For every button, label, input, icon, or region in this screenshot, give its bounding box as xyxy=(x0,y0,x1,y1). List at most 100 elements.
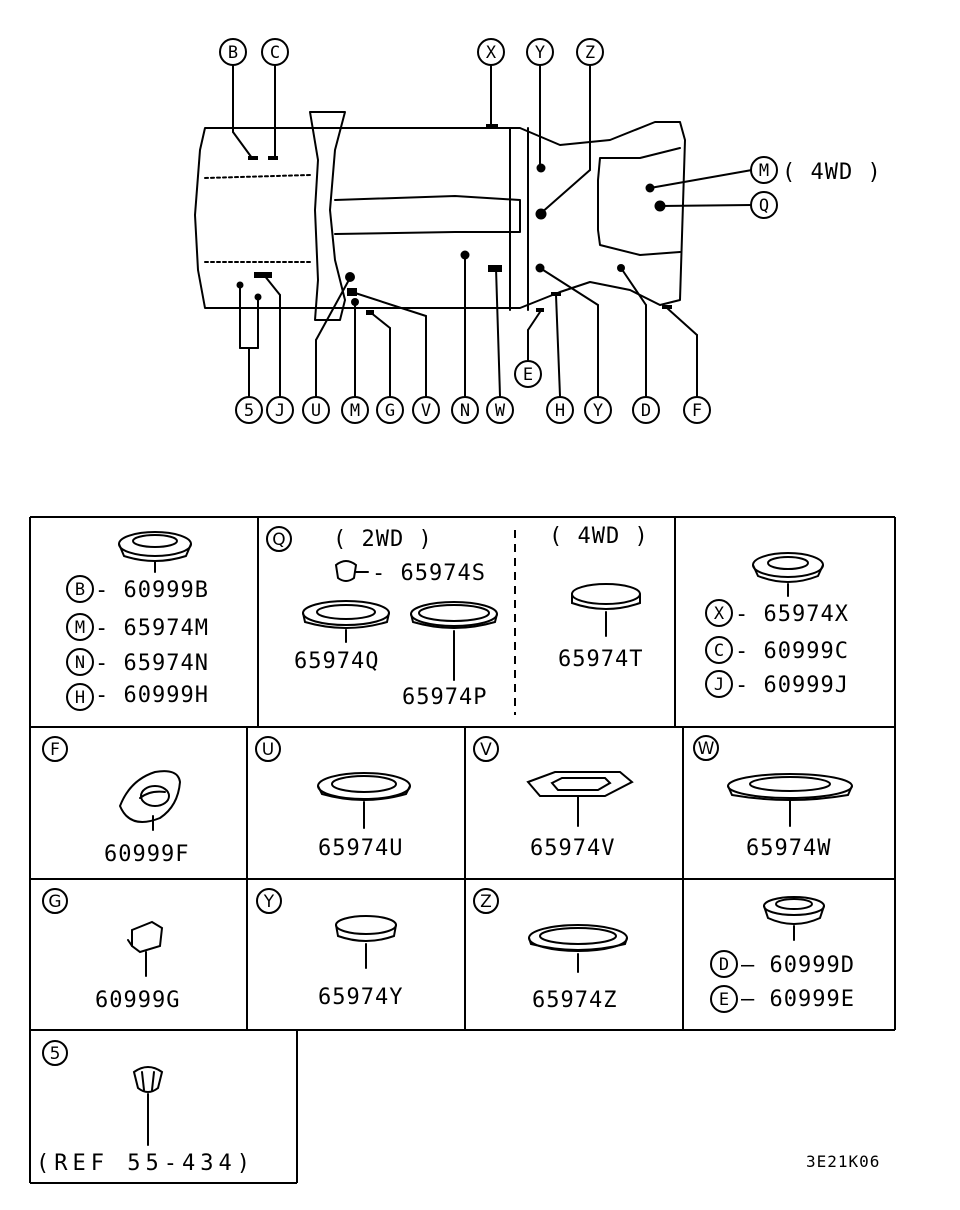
callout-x-label: X xyxy=(486,43,497,63)
callout-m-right-label: M xyxy=(759,161,769,181)
hole-dot xyxy=(254,293,262,301)
hole-dot xyxy=(535,208,547,220)
callout-top xyxy=(219,38,604,66)
part-60999g: 60999G xyxy=(95,988,180,1013)
letter-c: C xyxy=(714,641,724,661)
part-65974n: - 65974N xyxy=(95,651,209,676)
small-plug-icon xyxy=(334,560,369,582)
grommet-q-icon xyxy=(302,600,390,643)
callout-q-right-label: Q xyxy=(759,196,769,216)
hole-dot xyxy=(617,264,625,272)
diagram-code: 3E21K06 xyxy=(806,1152,880,1171)
hole-dot xyxy=(460,250,470,260)
callout-m-label: M xyxy=(350,401,360,421)
letter-n: N xyxy=(75,653,85,673)
letter-h: H xyxy=(75,688,85,708)
cell-u: U 65974U xyxy=(255,736,402,861)
callout-z-label: Z xyxy=(585,43,595,63)
callout-n-label: N xyxy=(460,401,470,421)
letter-x: X xyxy=(714,604,725,624)
letter-5: 5 xyxy=(50,1044,61,1064)
slot-marker xyxy=(486,124,498,129)
callout-5-label: 5 xyxy=(244,401,254,421)
underbody-outline xyxy=(194,111,686,321)
callout-b-label: B xyxy=(228,43,238,63)
grommet-t-icon xyxy=(571,583,641,637)
letter-w: W xyxy=(698,739,715,759)
letter-e: E xyxy=(719,990,729,1010)
slot-marker xyxy=(536,308,544,312)
letter-d: D xyxy=(719,955,729,975)
hole-dot xyxy=(345,272,355,282)
part-60999e: – 60999E xyxy=(741,987,855,1012)
part-65974q: 65974Q xyxy=(294,649,379,674)
callout-v-label: V xyxy=(421,401,431,421)
grommet-d-icon xyxy=(763,896,825,941)
parts-table-grid xyxy=(29,516,896,1184)
callout-u-label: U xyxy=(311,401,321,421)
part-65974y: 65974Y xyxy=(318,985,403,1010)
letter-u: U xyxy=(262,740,274,760)
hole-dot xyxy=(236,281,244,289)
grommet-f-icon xyxy=(118,770,182,831)
hole-dot xyxy=(351,298,359,306)
letter-f: F xyxy=(50,740,60,760)
callout-e-label: E xyxy=(523,365,533,385)
slot-marker xyxy=(662,305,672,309)
callout-h-label: H xyxy=(555,401,565,421)
part-ref-55-434: (REF 55-434) xyxy=(36,1151,255,1176)
cell-de: D E — 60999D – 60999E xyxy=(710,950,855,1013)
callout-bottom xyxy=(235,396,711,424)
part-60999d: — 60999D xyxy=(741,953,855,978)
letter-v: V xyxy=(480,740,492,760)
grommet-w-icon xyxy=(727,773,853,827)
hole-dot xyxy=(535,263,545,273)
hole-dot xyxy=(645,183,655,193)
slot-marker xyxy=(347,288,357,296)
callout-w-label: W xyxy=(495,401,506,421)
part-65974s: - 65974S xyxy=(372,561,486,586)
part-65974x: - 65974X xyxy=(735,602,849,627)
letter-z: Z xyxy=(480,892,492,912)
callout-m-note: ( 4WD ) xyxy=(782,160,882,185)
callout-c-label: C xyxy=(270,43,280,63)
letter-b: B xyxy=(75,580,85,600)
callout-right-m xyxy=(750,156,778,184)
part-60999c: - 60999C xyxy=(735,639,849,664)
cell-bmnh: B M N H - 60999B - 65974M - 65974N - 609… xyxy=(66,575,209,711)
clip-5-icon xyxy=(132,1066,164,1146)
slot-marker xyxy=(268,156,278,160)
grommet-icon xyxy=(118,531,192,573)
callout-y2-label: Y xyxy=(593,401,603,421)
slot-marker xyxy=(366,310,374,315)
cell-xcj: X C J - 65974X - 60999C - 60999J xyxy=(705,599,849,698)
cell-w: W 65974W xyxy=(693,735,831,861)
grommet-u-icon xyxy=(317,772,411,829)
grommet-x-icon xyxy=(752,552,824,597)
cell-y: Y 65974Y xyxy=(256,888,403,1010)
clip-g-icon xyxy=(127,920,164,977)
leader-lines xyxy=(232,64,753,397)
part-65974m: - 65974M xyxy=(95,616,209,641)
slot-marker xyxy=(254,272,272,278)
hole-dot xyxy=(654,200,666,212)
label-4wd: ( 4WD ) xyxy=(549,524,649,549)
part-65974w: 65974W xyxy=(746,836,831,861)
callout-y-label: Y xyxy=(535,43,545,63)
slot-marker xyxy=(551,292,561,296)
callout-d-label: D xyxy=(641,401,651,421)
cell-5: 5 (REF 55-434) xyxy=(36,1040,255,1176)
cell-q: Q ( 2WD ) ( 4WD ) - 65974S 65974Q 65974P… xyxy=(266,524,649,710)
cell-v: V 65974V xyxy=(473,736,614,861)
letter-q: Q xyxy=(272,530,285,550)
part-60999h: - 60999H xyxy=(95,683,209,708)
grommet-z-icon xyxy=(528,924,628,973)
cell-z: Z 65974Z xyxy=(473,888,617,1013)
part-65974z: 65974Z xyxy=(532,988,617,1013)
hole-dot xyxy=(536,163,546,173)
part-65974t: 65974T xyxy=(558,647,643,672)
grommet-v-icon xyxy=(526,771,634,827)
slot-marker xyxy=(248,156,258,160)
letter-j: J xyxy=(714,675,724,695)
